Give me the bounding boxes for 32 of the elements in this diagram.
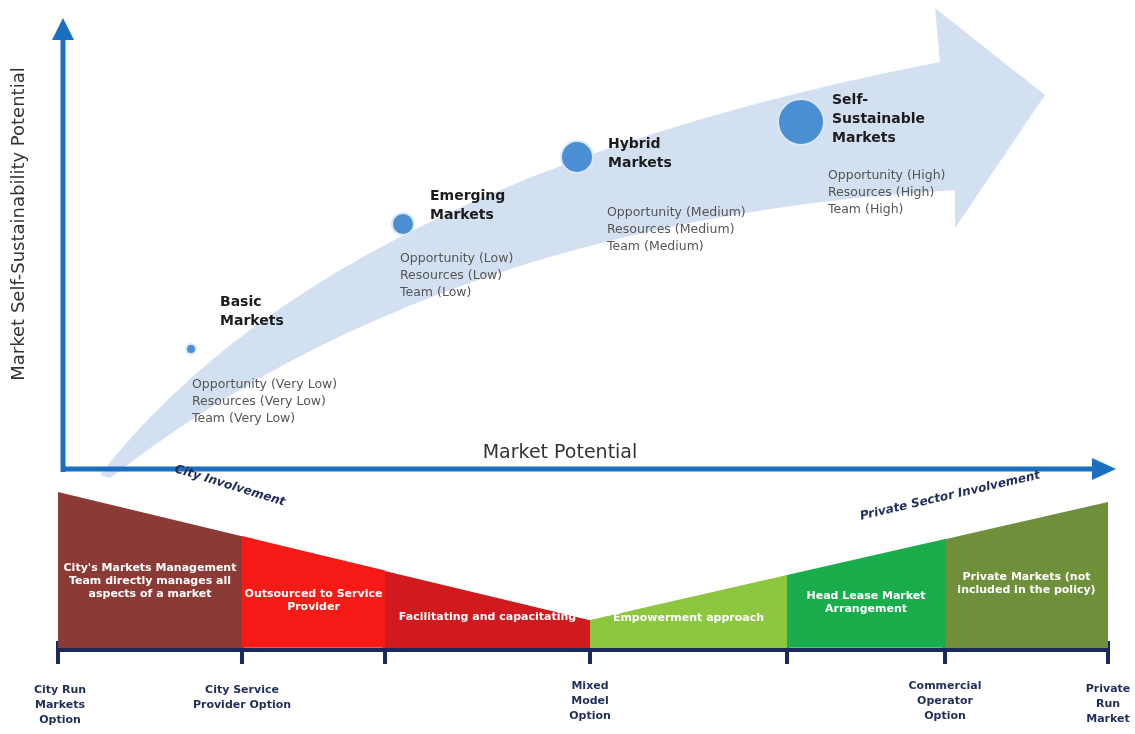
band-text: Head Lease Market Arrangement (805, 587, 927, 617)
band-text: Outsourced to Service Provider (244, 585, 383, 615)
stage-detail: Team (Medium) (607, 237, 704, 254)
involvement-band (787, 539, 945, 648)
stage-detail: Opportunity (Low) (400, 249, 514, 266)
axis-title: Market Self-Sustainability Potential (6, 66, 29, 383)
stage-detail: Team (Very Low) (192, 409, 296, 426)
involvement-band (242, 536, 385, 648)
option-label: Private Run Market (1084, 681, 1132, 726)
stage-heading: Self-Sustainable Markets (832, 90, 927, 147)
band-text: City's Markets Management Team directly manages all aspects of a market (62, 559, 238, 602)
band-text: Empowerment approach (611, 610, 766, 627)
stage-heading: Basic Markets (220, 292, 285, 330)
stage-detail: Resources (High) (828, 183, 935, 200)
stage-detail: Team (Low) (400, 283, 472, 300)
option-label: City Run Markets Option (32, 682, 88, 727)
axis-title: Market Potential (481, 439, 639, 463)
stage-detail: Opportunity (Medium) (607, 203, 746, 220)
stage-detail: Resources (Low) (400, 266, 503, 283)
stage-detail: Team (High) (828, 200, 904, 217)
option-label: Mixed Model Option (568, 678, 612, 723)
option-label: City Service Provider Option (191, 682, 293, 712)
stage-detail: Opportunity (High) (828, 166, 946, 183)
involvement-band (590, 575, 787, 648)
stage-heading: Emerging Markets (430, 186, 507, 224)
band-text: Private Markets (not included in the policy) (956, 569, 1097, 599)
stage-detail: Resources (Very Low) (192, 392, 326, 409)
involvement-band (385, 570, 590, 648)
stage-detail: Resources (Medium) (607, 220, 735, 237)
stage-heading: Hybrid Markets (608, 134, 673, 172)
stage-detail: Opportunity (Very Low) (192, 375, 338, 392)
option-label: Commercial Operator Option (907, 678, 983, 723)
